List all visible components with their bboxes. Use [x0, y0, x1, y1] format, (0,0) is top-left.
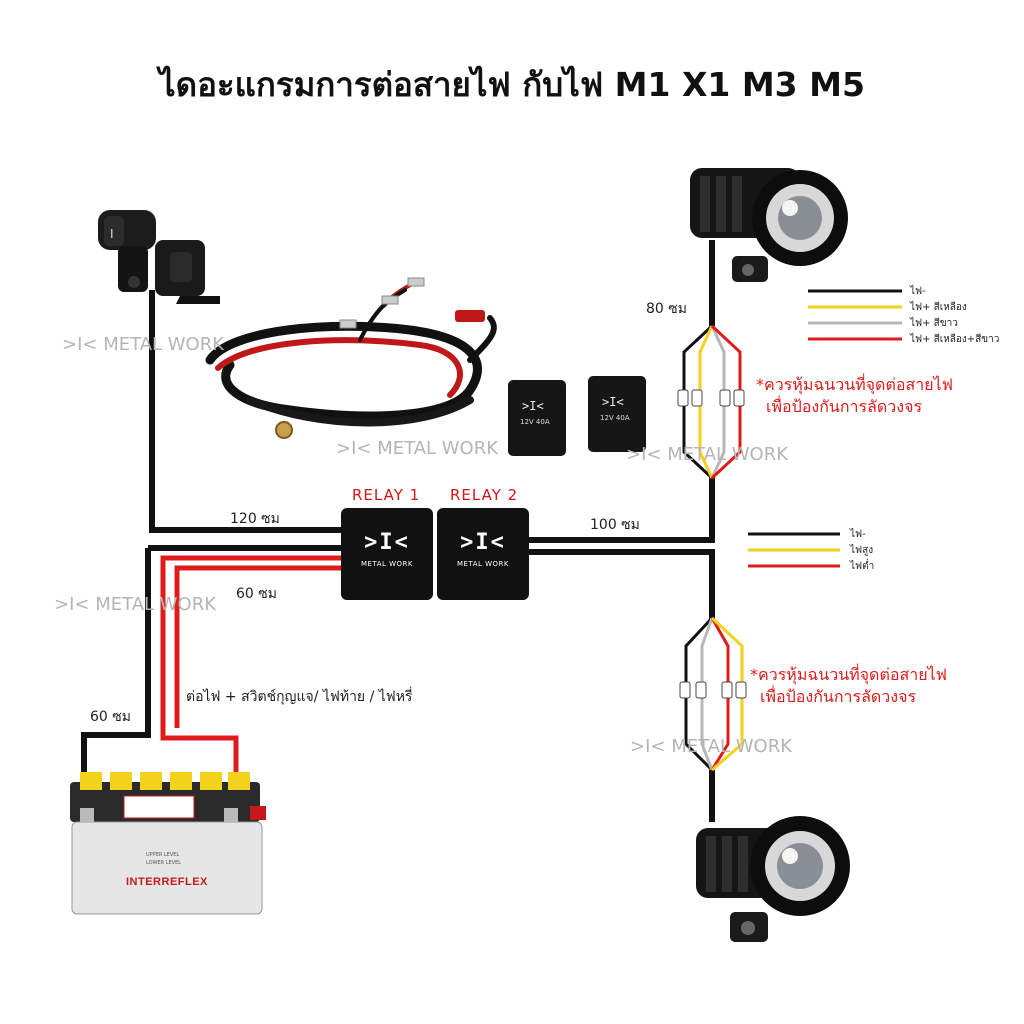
warning-top-line1: *ควรหุ้มฉนวนที่จุดต่อสายไฟ	[756, 375, 953, 394]
handlebar-switch-image: I	[98, 210, 220, 304]
watermark: >I< METAL WORK	[630, 736, 793, 757]
harness-relay-2-rating: 12V 40A	[600, 414, 630, 422]
bottom-splice-connectors	[679, 681, 747, 699]
watermark: >I< METAL WORK	[626, 444, 789, 465]
relay-to-top-light	[525, 476, 715, 543]
legend-mid-item: ไฟต่ำ	[850, 561, 875, 572]
watermark: >I< METAL WORK	[54, 594, 217, 615]
warning-top: *ควรหุ้มฉนวนที่จุดต่อสายไฟ เพื่อป้องกันก…	[756, 374, 953, 418]
relay-2-logo: >I<	[460, 530, 506, 555]
harness-relay-1-rating: 12V 40A	[520, 418, 550, 426]
relay-2-brand: METAL WORK	[457, 560, 509, 568]
top-led-light-image	[690, 168, 848, 282]
relay-2-box: >I< METAL WORK	[437, 508, 529, 600]
legend-mid-item: ไฟ-	[850, 529, 866, 540]
battery-lower-level: LOWER LEVEL	[146, 860, 182, 866]
harness-relay-cubes: >I< >I<	[508, 376, 646, 456]
length-battery: 60 ซม	[90, 709, 131, 725]
legend-top-item: ไฟ-	[910, 286, 926, 297]
switch-wire	[149, 290, 342, 533]
battery-image	[70, 772, 266, 915]
battery-black-wire	[81, 548, 151, 790]
battery-upper-level: UPPER LEVEL	[146, 852, 180, 858]
ignition-note: ต่อไฟ + สวิตช์กุญแจ/ ไฟท้าย / ไฟหรี่	[186, 689, 413, 705]
length-relay-lights: 100 ซม	[590, 517, 640, 533]
ignition-red-wire	[174, 565, 342, 728]
relay-1-box: >I< METAL WORK	[341, 508, 433, 600]
bottom-led-light-image	[696, 816, 850, 942]
length-switch-relay: 120 ซม	[230, 511, 280, 527]
legend-mid-item: ไฟสูง	[850, 545, 874, 556]
wiring-harness-image	[205, 277, 497, 439]
warning-bottom: *ควรหุ้มฉนวนที่จุดต่อสายไฟ เพื่อป้องกันก…	[750, 664, 947, 708]
length-top-light: 80 ซม	[646, 301, 687, 317]
warning-bottom-line1: *ควรหุ้มฉนวนที่จุดต่อสายไฟ	[750, 665, 947, 684]
legend-top-lines	[808, 289, 902, 341]
battery-brand: INTERREFLEX	[126, 876, 208, 888]
warning-bottom-line2: เพื่อป้องกันการลัดวงจร	[760, 687, 917, 706]
length-relay-ignition: 60 ซม	[236, 586, 277, 602]
legend-top-item: ไฟ+ สีขาว	[910, 318, 958, 329]
relay-1-logo: >I<	[364, 530, 410, 555]
relay-1-brand: METAL WORK	[361, 560, 413, 568]
top-splice-connectors	[677, 389, 745, 407]
relay-2-label: RELAY 2	[450, 486, 519, 504]
svg-text:>I<: >I<	[522, 399, 544, 413]
diagram-title: ไดอะแกรมการต่อสายไฟ กับไฟ M1 X1 M3 M5	[159, 65, 865, 104]
legend-mid-lines	[748, 532, 840, 568]
legend-top-item: ไฟ+ สีเหลือง	[910, 302, 967, 313]
relay-to-bottom-light	[525, 549, 715, 620]
relay-1-label: RELAY 1	[352, 486, 421, 504]
svg-text:>I<: >I<	[602, 395, 624, 409]
watermark: >I< METAL WORK	[336, 438, 499, 459]
warning-top-line2: เพื่อป้องกันการลัดวงจร	[766, 397, 923, 416]
legend-top-item: ไฟ+ สีเหลือง+สีขาว	[910, 334, 1000, 345]
svg-text:I: I	[110, 227, 114, 241]
battery-red-wire	[160, 555, 342, 800]
watermark: >I< METAL WORK	[62, 334, 225, 355]
